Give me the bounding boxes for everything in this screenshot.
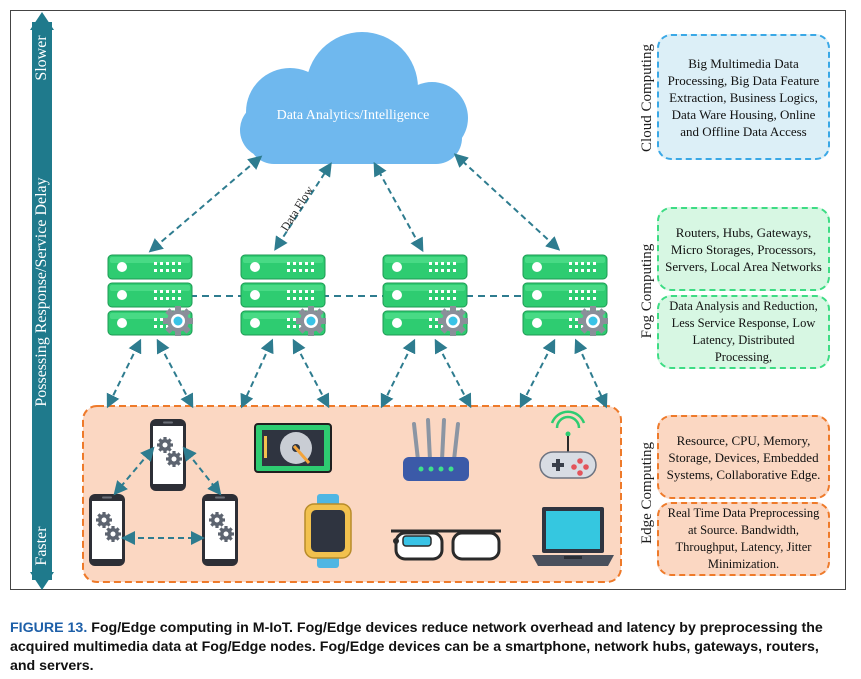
arrow-cloud-server3: [373, 161, 424, 253]
axis-arrow-up: [30, 12, 54, 30]
data-flow-label: Data Flow: [278, 183, 317, 233]
cloud-fog-arrows: [148, 153, 561, 253]
fog-tier-label: Fog Computing: [639, 243, 655, 339]
arrow-cloud-server2: [274, 162, 332, 251]
phone-mesh-arrows: [113, 446, 222, 545]
caption-text: Fog/Edge computing in M-IoT. Fog/Edge de…: [10, 620, 823, 674]
smartphone-top: [150, 419, 186, 491]
axis-slower-label: Slower: [33, 35, 50, 81]
figure-caption: FIGURE 13. Fog/Edge computing in M-IoT. …: [10, 619, 846, 676]
fog-edge-arrows: [106, 338, 608, 409]
axis-delay-label: Possessing Response/Service Delay: [33, 177, 50, 407]
axis-arrow-down: [30, 572, 54, 590]
diagram-frame: [10, 10, 846, 590]
fog-server-4: [523, 255, 608, 336]
cloud-tier-label: Cloud Computing: [639, 44, 655, 152]
edge-tier-label: Edge Computing: [639, 441, 655, 545]
cloud-shape: [240, 32, 468, 164]
smart-glasses-icon: [391, 529, 501, 561]
laptop-icon: [532, 507, 614, 566]
axis-faster-label: Faster: [33, 526, 50, 566]
delay-axis-bar: [32, 22, 52, 580]
fog-server-2: [241, 255, 326, 336]
edge-description-box-2: Real Time Data Preprocessing at Source. …: [657, 502, 830, 576]
hard-disk-icon: [254, 423, 332, 473]
router-icon: [403, 418, 469, 481]
cloud-description-box: Big Multimedia Data Processing, Big Data…: [657, 34, 830, 160]
fog-description-box-2: Data Analysis and Reduction, Less Servic…: [657, 295, 830, 369]
arrow-cloud-server4: [453, 153, 561, 251]
fog-server-1: [108, 255, 193, 336]
smartwatch-icon: [304, 494, 352, 568]
edge-description-box-1: Resource, CPU, Memory, Storage, Devices,…: [657, 415, 830, 499]
smartphone-left: [89, 494, 125, 566]
cloud-label: Data Analytics/Intelligence: [277, 108, 430, 123]
figure-number: FIGURE 13.: [10, 620, 88, 636]
fog-description-box-1: Routers, Hubs, Gateways, Micro Storages,…: [657, 207, 830, 291]
fog-server-3: [383, 255, 468, 336]
smartphone-right: [202, 494, 238, 566]
arrow-cloud-server1: [148, 155, 263, 253]
game-controller-icon: [539, 410, 597, 479]
